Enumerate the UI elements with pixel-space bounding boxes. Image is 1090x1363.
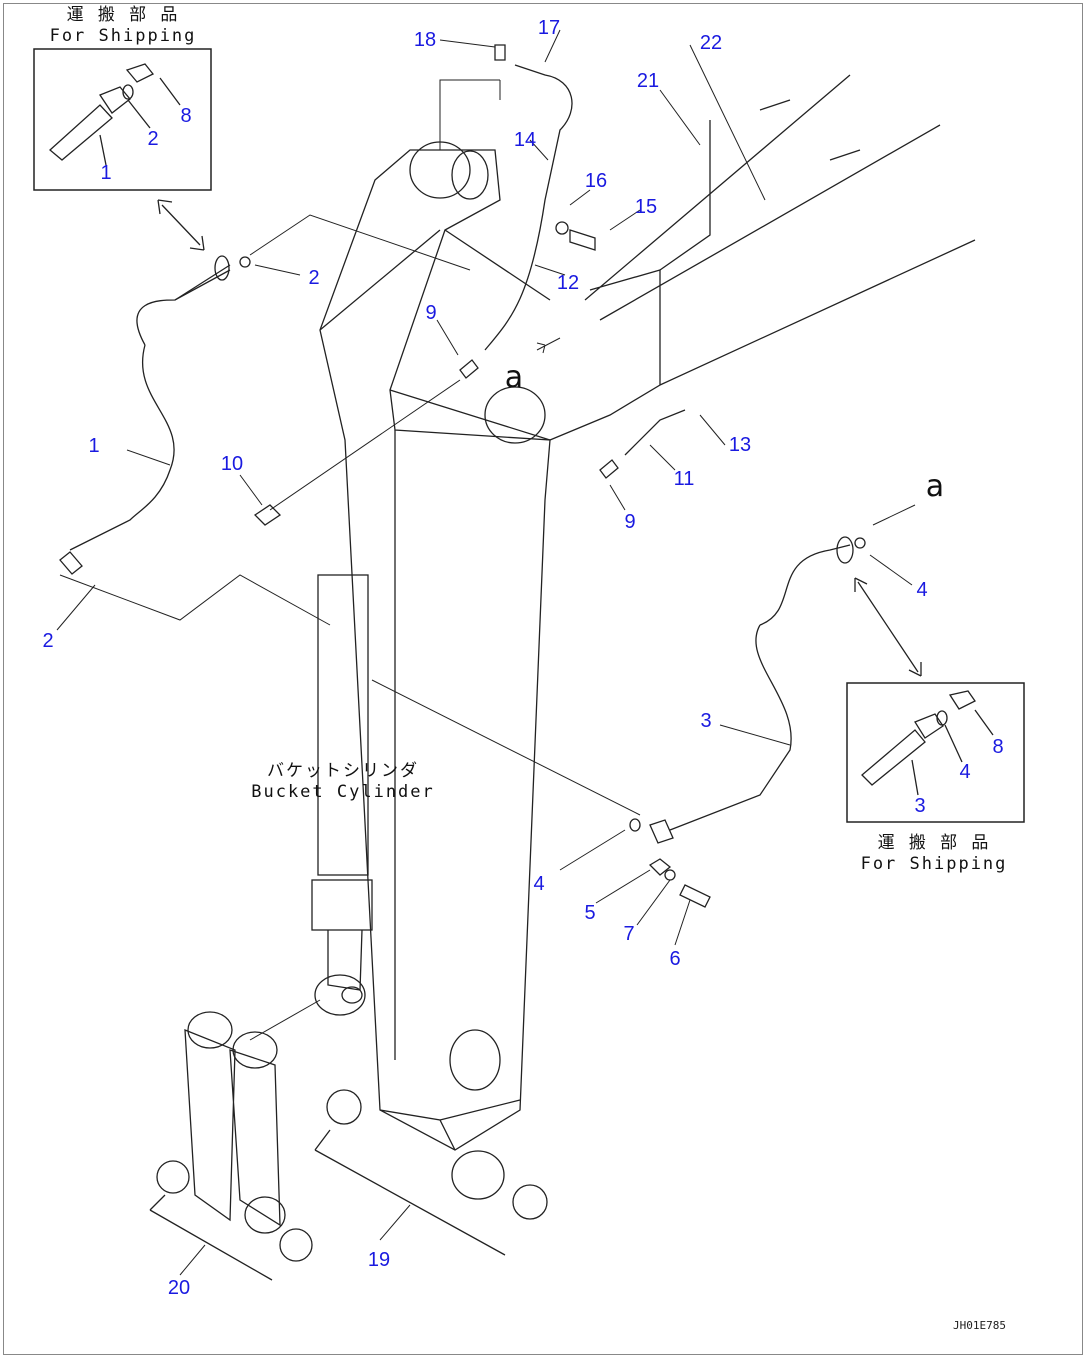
callout: 4 [959, 761, 971, 783]
view-mark-a: a [504, 360, 524, 395]
bolt-15 [569, 229, 596, 251]
callout: 11 [673, 468, 695, 490]
shipping-note-jp: 運 搬 部 品 [66, 5, 180, 25]
hose-12 [484, 64, 573, 351]
shipping-note-right: 運 搬 部 品 For Shipping [861, 833, 1008, 876]
callout: 15 [634, 196, 658, 218]
callout: 13 [728, 434, 752, 456]
callout: 14 [513, 129, 537, 151]
callout: 2 [42, 630, 54, 652]
hose-part-1-inset [49, 63, 181, 166]
callout: 8 [992, 736, 1004, 758]
fitting-18 [494, 44, 506, 61]
bucket-cylinder [311, 574, 373, 1016]
shipping-inset-top [33, 48, 212, 191]
shipping-note-jp: 運 搬 部 品 [877, 833, 991, 853]
callout: 10 [220, 453, 244, 475]
callout: 1 [88, 435, 100, 457]
callout: 4 [916, 579, 928, 601]
shipping-note-en: For Shipping [49, 26, 197, 47]
callout: 9 [425, 302, 437, 324]
leader-lines [56, 29, 916, 1276]
cap-8 [125, 63, 155, 83]
callout: 2 [147, 128, 159, 150]
shipping-note-en: For Shipping [860, 854, 1008, 875]
callout: 17 [537, 17, 561, 39]
callout: 3 [700, 710, 712, 732]
callout: 21 [636, 70, 660, 92]
callout: 12 [556, 272, 580, 294]
double-arrow-right [854, 577, 922, 677]
hose-part-3-inset [861, 690, 994, 796]
boom [549, 74, 976, 441]
hose-3 [629, 536, 866, 908]
callout: 6 [669, 948, 681, 970]
diagram-frame [3, 3, 1083, 1355]
callout: 3 [914, 795, 926, 817]
callout: 20 [167, 1277, 191, 1299]
bucket-cylinder-label: バケットシリンダ Bucket Cylinder [251, 761, 435, 804]
callout: 4 [533, 873, 545, 895]
callout: 2 [308, 267, 320, 289]
shim-bracket-19 [314, 1129, 506, 1256]
callout: 18 [413, 29, 437, 51]
double-arrow-top [157, 199, 205, 251]
hose-1 [59, 255, 251, 575]
fitting-10 [253, 504, 282, 526]
callout: 19 [367, 1249, 391, 1271]
callout: 7 [623, 923, 635, 945]
callout: 1 [100, 162, 112, 184]
bucket-cylinder-jp: バケットシリンダ [267, 761, 419, 781]
callout: 8 [180, 105, 192, 127]
arm-body [319, 141, 551, 1200]
callout: 5 [584, 902, 596, 924]
shipping-inset-right [846, 682, 1025, 823]
view-mark-a: a [925, 469, 945, 504]
bucket-cylinder-en: Bucket Cylinder [251, 782, 435, 803]
callout: 22 [699, 32, 723, 54]
links-part-20 [149, 1011, 313, 1281]
callout: 9 [624, 511, 636, 533]
callout: 16 [584, 170, 608, 192]
shipping-note-top: 運 搬 部 品 For Shipping [50, 5, 197, 48]
fitting-9 [459, 359, 479, 379]
hose-11 [624, 409, 686, 456]
drawing-code: JH01E785 [953, 1319, 1006, 1332]
